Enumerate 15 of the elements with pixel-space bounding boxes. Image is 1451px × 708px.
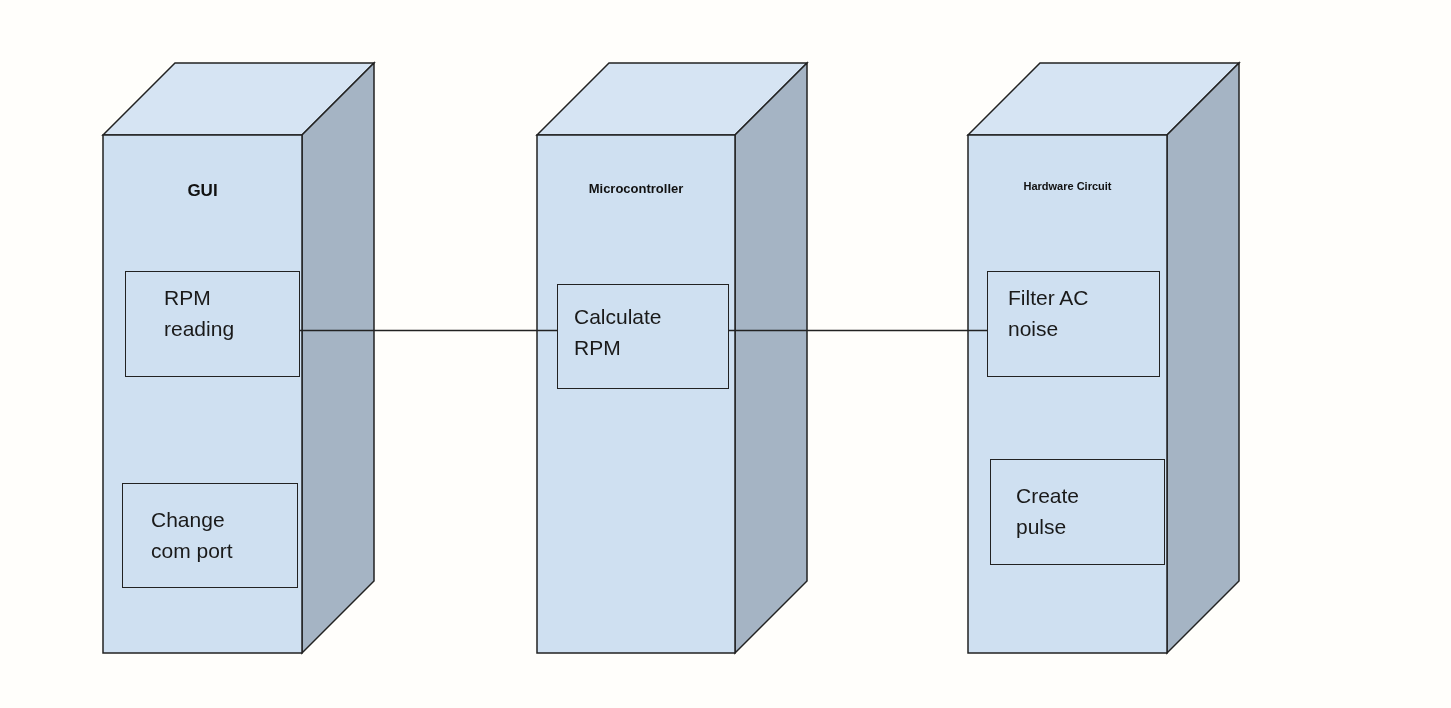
cube-heading: GUI — [186, 181, 219, 201]
cube-heading: Hardware Circuit — [1022, 180, 1113, 192]
box-label: Filter AC noise — [1008, 285, 1090, 342]
cube-heading: Microcontroller — [587, 181, 685, 196]
process-box — [557, 284, 729, 389]
box-label: RPM reading — [164, 285, 236, 342]
box-label: Change com port — [151, 507, 234, 564]
process-box — [122, 483, 298, 588]
connector-line — [299, 329, 558, 332]
process-box — [990, 459, 1165, 565]
connector-line — [728, 329, 988, 332]
process-box — [987, 271, 1160, 377]
box-label: Create pulse — [1016, 483, 1081, 540]
box-label: Calculate RPM — [574, 304, 663, 361]
process-box — [125, 271, 300, 377]
